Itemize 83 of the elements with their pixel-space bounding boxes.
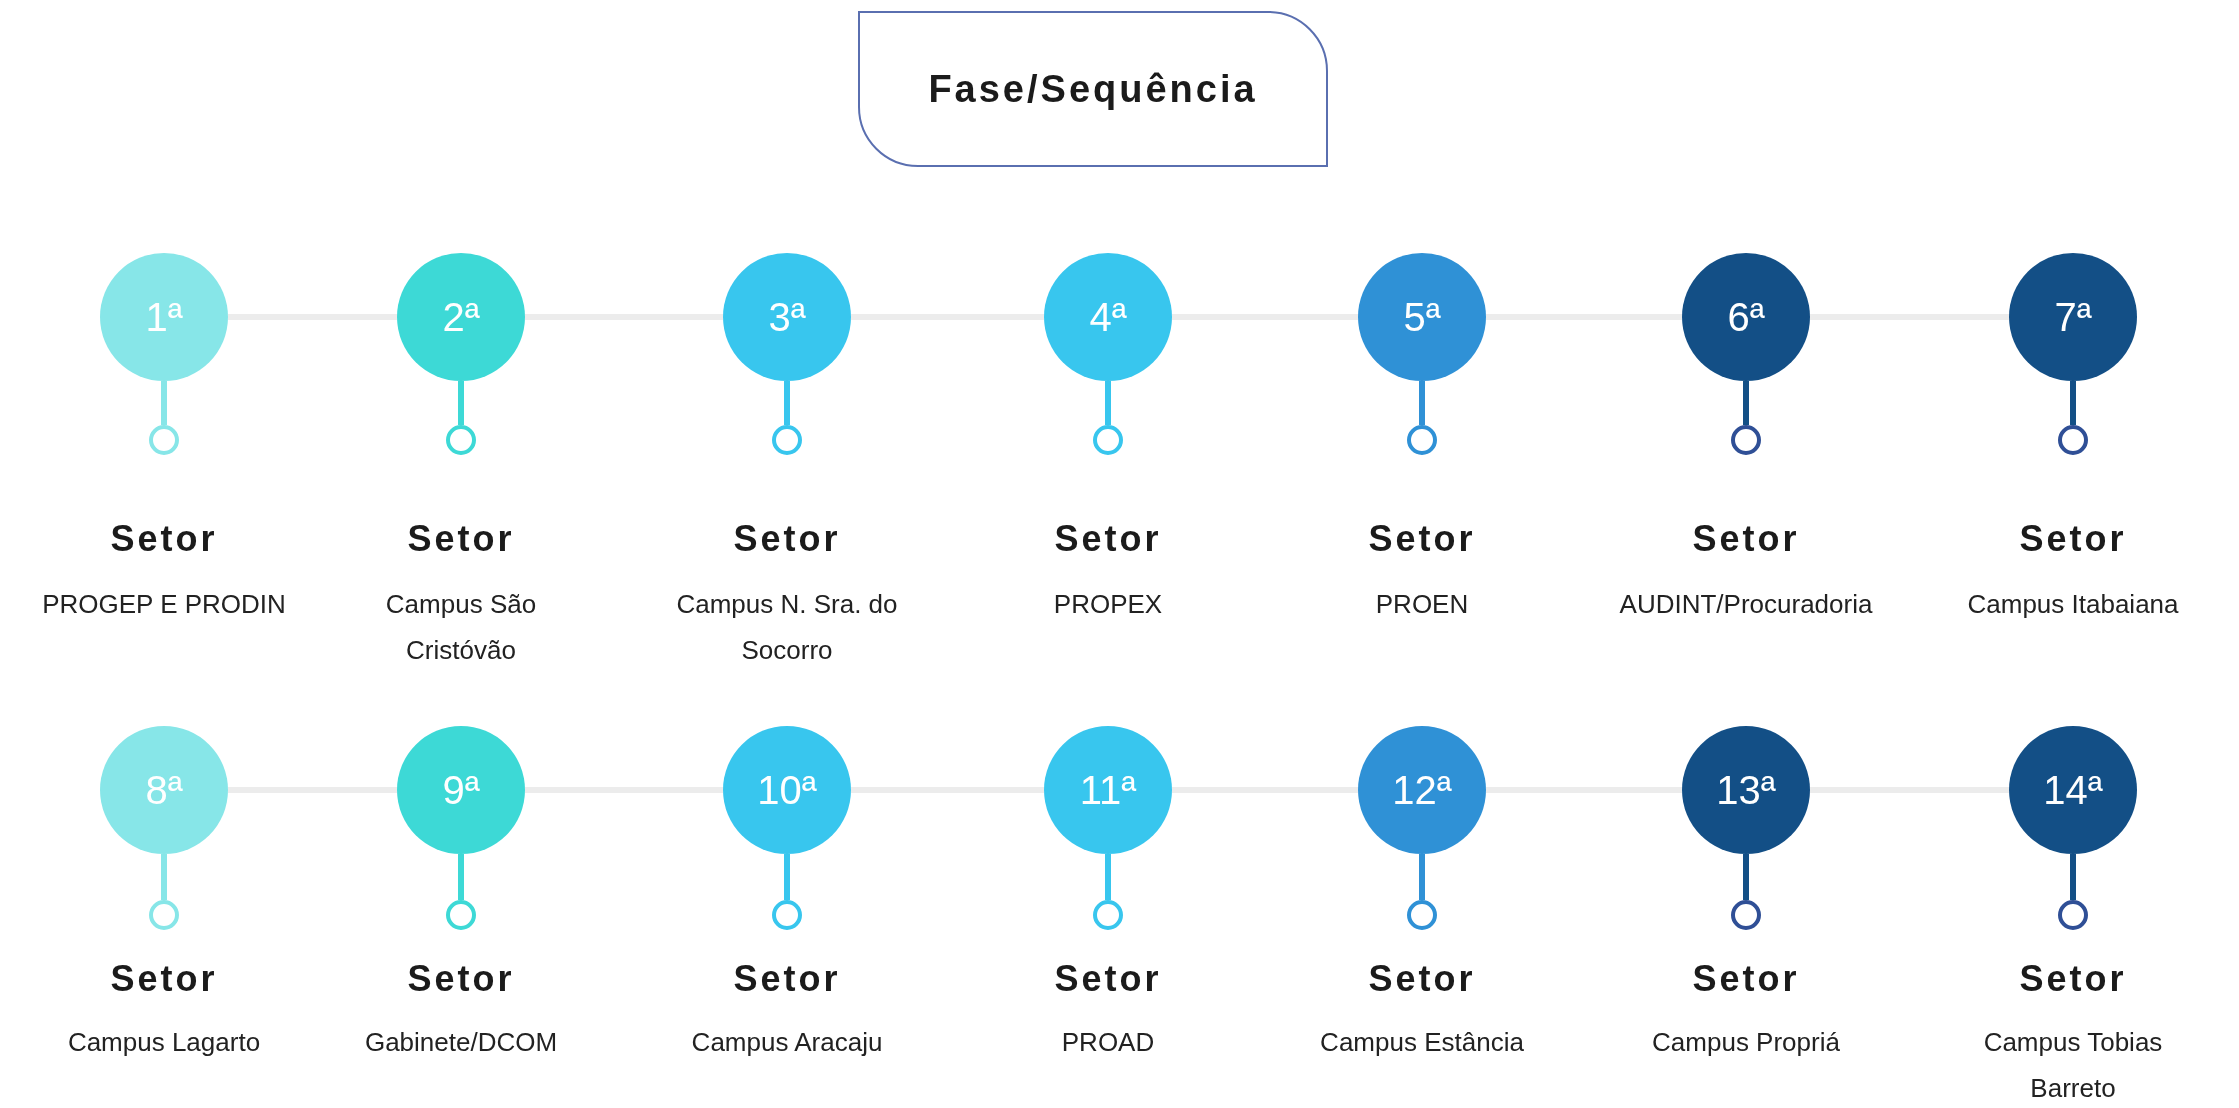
ring-marker xyxy=(446,425,476,455)
step-circle: 8ª xyxy=(100,726,228,854)
connector-line xyxy=(1810,314,2009,320)
step-circle: 5ª xyxy=(1358,253,1486,381)
connector-line xyxy=(1419,381,1425,425)
connector-line xyxy=(851,787,1044,793)
sector-heading: Setor xyxy=(732,518,842,560)
sector-name: Campus N. Sra. do Socorro xyxy=(675,588,899,667)
sector-heading: Setor xyxy=(1367,958,1477,1000)
sector-heading: Setor xyxy=(406,958,516,1000)
sector-heading: Setor xyxy=(1691,518,1801,560)
connector-line xyxy=(1810,787,2009,793)
ring-marker xyxy=(2058,900,2088,930)
step-circle: 3ª xyxy=(723,253,851,381)
ring-marker xyxy=(1407,425,1437,455)
connector-line xyxy=(1172,314,1358,320)
step-circle: 2ª xyxy=(397,253,525,381)
connector-line xyxy=(2070,854,2076,900)
ring-marker xyxy=(2058,425,2088,455)
step-circle: 7ª xyxy=(2009,253,2137,381)
step-circle: 9ª xyxy=(397,726,525,854)
sector-name: Campus Propriá xyxy=(1651,1026,1841,1059)
ring-marker xyxy=(149,900,179,930)
connector-line xyxy=(2070,381,2076,425)
sector-name: Campus Lagarto xyxy=(66,1026,262,1059)
connector-line xyxy=(458,381,464,425)
connector-line xyxy=(161,854,167,900)
sector-heading: Setor xyxy=(2018,518,2128,560)
step-circle: 6ª xyxy=(1682,253,1810,381)
connector-line xyxy=(1486,787,1682,793)
ring-marker xyxy=(1731,425,1761,455)
step-circle: 11ª xyxy=(1044,726,1172,854)
sector-heading: Setor xyxy=(406,518,516,560)
step-circle: 12ª xyxy=(1358,726,1486,854)
sector-heading: Setor xyxy=(1053,518,1163,560)
step-circle: 4ª xyxy=(1044,253,1172,381)
title-box: Fase/Sequência xyxy=(858,11,1328,167)
connector-line xyxy=(228,787,397,793)
connector-line xyxy=(228,314,397,320)
sector-name: PROAD xyxy=(1060,1026,1156,1059)
sector-name: Campus Estância xyxy=(1319,1026,1525,1059)
sector-name: PROEN xyxy=(1374,588,1470,621)
connector-line xyxy=(525,787,723,793)
connector-line xyxy=(1105,381,1111,425)
step-circle: 13ª xyxy=(1682,726,1810,854)
sector-heading: Setor xyxy=(109,958,219,1000)
sector-name: Campus São Cristóvão xyxy=(384,588,538,667)
sector-name: PROPEX xyxy=(1052,588,1164,621)
step-circle: 10ª xyxy=(723,726,851,854)
ring-marker xyxy=(1407,900,1437,930)
connector-line xyxy=(1743,381,1749,425)
connector-line xyxy=(851,314,1044,320)
connector-line xyxy=(161,381,167,425)
connector-line xyxy=(784,854,790,900)
sector-heading: Setor xyxy=(109,518,219,560)
sector-name: PROGEP E PRODIN xyxy=(41,588,287,621)
sector-heading: Setor xyxy=(1367,518,1477,560)
ring-marker xyxy=(1731,900,1761,930)
connector-line xyxy=(1419,854,1425,900)
ring-marker xyxy=(1093,425,1123,455)
connector-line xyxy=(1743,854,1749,900)
connector-line xyxy=(525,314,723,320)
connector-line xyxy=(784,381,790,425)
sector-name: Campus Tobias Barreto xyxy=(1982,1026,2164,1105)
sector-heading: Setor xyxy=(1053,958,1163,1000)
step-circle: 14ª xyxy=(2009,726,2137,854)
connector-line xyxy=(458,854,464,900)
ring-marker xyxy=(772,425,802,455)
ring-marker xyxy=(1093,900,1123,930)
connector-line xyxy=(1486,314,1682,320)
sector-name: Campus Aracaju xyxy=(690,1026,884,1059)
ring-marker xyxy=(149,425,179,455)
ring-marker xyxy=(446,900,476,930)
step-circle: 1ª xyxy=(100,253,228,381)
connector-line xyxy=(1105,854,1111,900)
sector-heading: Setor xyxy=(732,958,842,1000)
sector-name: AUDINT/Procuradoria xyxy=(1618,588,1874,621)
sector-name: Gabinete/DCOM xyxy=(363,1026,559,1059)
sector-name: Campus Itabaiana xyxy=(1966,588,2180,621)
sector-heading: Setor xyxy=(1691,958,1801,1000)
connector-line xyxy=(1172,787,1358,793)
sector-heading: Setor xyxy=(2018,958,2128,1000)
ring-marker xyxy=(772,900,802,930)
